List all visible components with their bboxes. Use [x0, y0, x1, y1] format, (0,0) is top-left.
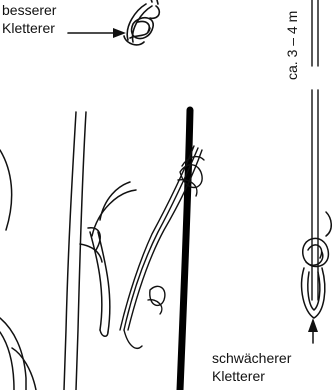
rope-sequence-right: [120, 110, 204, 390]
bottom-knot: [302, 212, 332, 318]
top-arrow: [68, 28, 126, 38]
top-climber-label-line2: Kletterer: [2, 20, 55, 37]
bottom-arrow: [308, 318, 318, 343]
top-climber-label-line1: besserer: [2, 2, 56, 19]
bottom-climber-label-line2: Kletterer: [212, 368, 265, 385]
top-knot: [124, 0, 159, 45]
bottom-climber-label-line1: schwächerer: [212, 350, 291, 367]
rope-sequence-left: [0, 112, 136, 390]
rope-vertical: [312, 0, 318, 300]
distance-label: ca. 3 – 4 m: [284, 11, 301, 80]
